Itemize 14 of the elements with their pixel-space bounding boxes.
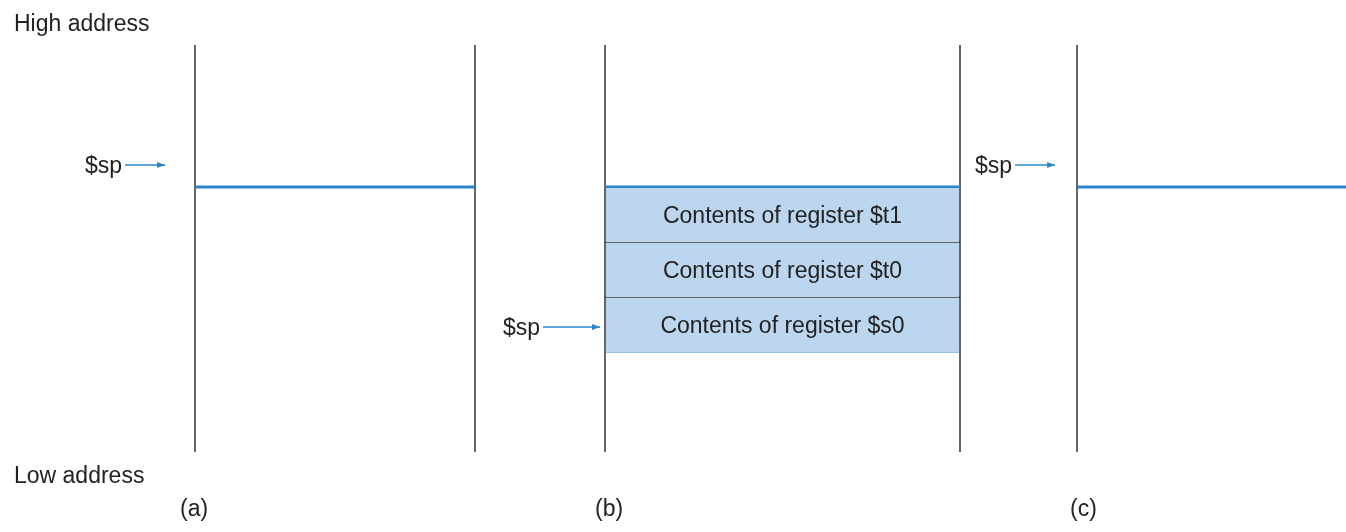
stack-pointer-label: $sp bbox=[85, 152, 123, 178]
pointer-arrow bbox=[124, 162, 166, 168]
pointer-arrow bbox=[1014, 162, 1056, 168]
stack-pointer-label: $sp bbox=[503, 314, 541, 340]
address-label: Low address bbox=[14, 462, 145, 488]
stack-slot: Contents of register $s0 bbox=[606, 298, 959, 352]
panel-label: (a) bbox=[180, 495, 209, 521]
stack-pointer-label: $sp bbox=[975, 152, 1013, 178]
address-label: High address bbox=[14, 10, 150, 36]
stack-slot: Contents of register $t0 bbox=[606, 243, 959, 297]
panel-label: (c) bbox=[1070, 495, 1097, 521]
stack-slot: Contents of register $t1 bbox=[606, 188, 959, 242]
panel-label: (b) bbox=[595, 495, 624, 521]
pointer-arrow bbox=[542, 324, 601, 330]
